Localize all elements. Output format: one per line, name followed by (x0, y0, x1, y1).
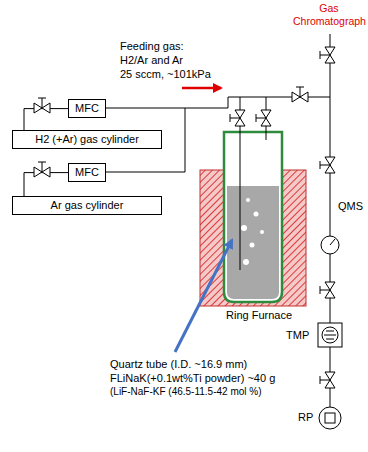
valve-symbol (34, 47, 335, 388)
annotation-label: FLiNaK(+0.1wt%Ti powder) ~40 g (110, 372, 275, 385)
molten-salt (227, 186, 279, 299)
box-label: Ar gas cylinder (19, 199, 155, 212)
gas-line (24, 109, 68, 130)
process-box: MFC (68, 99, 106, 118)
pressure-gauge (321, 236, 339, 254)
annotation-label: RP (298, 411, 313, 424)
annotation-label: Feeding gas: (120, 40, 184, 53)
ring-furnace (200, 170, 306, 306)
quartz-tube (224, 132, 282, 302)
process-box: Ar gas cylinder (12, 196, 162, 215)
annotation-label: Quartz tube (I.D. ~16.9 mm) (110, 358, 247, 371)
annotation-label: (LiF-NaF-KF (46.5-11.5-42 mol %) (110, 386, 262, 398)
pointer-arrow (175, 240, 232, 352)
feed-arrow (182, 87, 221, 90)
process-box: MFC (68, 163, 106, 182)
annotation-label: QMS (338, 200, 363, 213)
process-box: H2 (+Ar) gas cylinder (12, 130, 162, 149)
annotation-label: 25 sccm, ~101kPa (120, 68, 211, 81)
rotary-pump-symbol (319, 407, 341, 429)
gas-lines (90, 34, 330, 407)
gas-bubbles (241, 198, 264, 265)
annotation-label: H2/Ar and Ar (120, 54, 183, 67)
annotation-label: TMP (286, 329, 309, 342)
turbo-pump-symbol (318, 323, 342, 347)
annotation-label: Gas Chromatograph (293, 2, 365, 27)
gas-line (24, 173, 68, 196)
box-label: MFC (75, 102, 99, 115)
annotation-label: Ring Furnace (226, 309, 292, 322)
box-label: H2 (+Ar) gas cylinder (19, 133, 155, 146)
box-label: MFC (75, 166, 99, 179)
